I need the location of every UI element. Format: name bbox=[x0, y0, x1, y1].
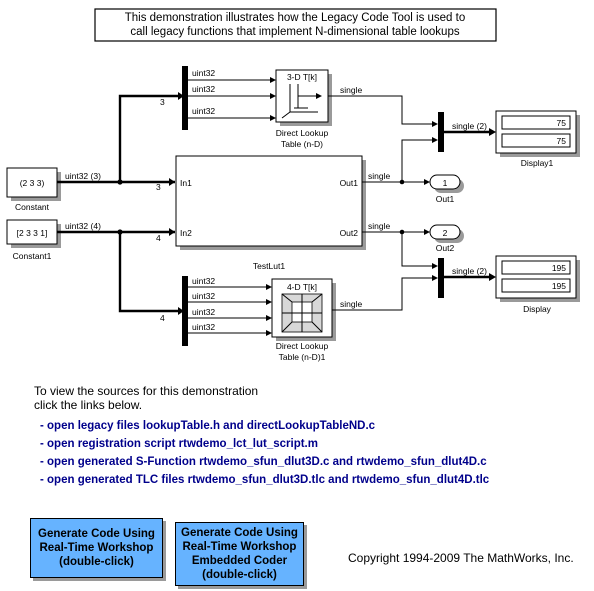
signal-const-out: uint32 (3) bbox=[65, 171, 101, 181]
testlut1-out1: Out1 bbox=[340, 178, 359, 188]
svg-text:single: single bbox=[368, 221, 390, 231]
svg-text:single: single bbox=[340, 299, 362, 309]
out1-label: Out1 bbox=[436, 194, 455, 204]
out1-num: 1 bbox=[443, 178, 448, 188]
link-generated-sfunction[interactable]: - open generated S-Function rtwdemo_sfun… bbox=[40, 456, 487, 468]
link-legacy-files[interactable]: - open legacy files lookupTable.h and di… bbox=[40, 420, 376, 432]
demux-4[interactable] bbox=[182, 276, 188, 346]
lookup-4d-icon bbox=[281, 293, 323, 333]
svg-text:uint32: uint32 bbox=[192, 84, 215, 94]
testlut1-label: TestLut1 bbox=[253, 261, 285, 271]
display1-label: Display1 bbox=[521, 158, 554, 168]
testlut1-in1: In1 bbox=[180, 178, 192, 188]
svg-text:uint32: uint32 bbox=[192, 106, 215, 116]
testlut1-out2: Out2 bbox=[340, 228, 359, 238]
lut4d-label-2: Table (n-D)1 bbox=[279, 352, 326, 362]
constant-block[interactable]: (2 3 3) bbox=[6, 167, 61, 201]
svg-text:uint32: uint32 bbox=[192, 291, 215, 301]
display-block[interactable]: 195 195 bbox=[495, 255, 580, 302]
annotation-box: This demonstration illustrates how the L… bbox=[94, 8, 497, 42]
links-list: - open legacy files lookupTable.h and di… bbox=[40, 420, 489, 486]
out2-label: Out2 bbox=[436, 243, 455, 253]
display1-value-1: 75 bbox=[557, 118, 567, 128]
demux-3[interactable] bbox=[182, 66, 188, 130]
display1-value-2: 75 bbox=[557, 136, 567, 146]
svg-text:4: 4 bbox=[156, 233, 161, 243]
instructions-line2: click the links below. bbox=[34, 398, 143, 412]
svg-text:uint32: uint32 bbox=[192, 68, 215, 78]
display1-block[interactable]: 75 75 bbox=[495, 110, 580, 157]
constant-value: (2 3 3) bbox=[20, 178, 45, 188]
lut3d-label-2: Table (n-D) bbox=[281, 139, 323, 149]
mux-bottom[interactable] bbox=[438, 258, 444, 298]
out2-num: 2 bbox=[443, 228, 448, 238]
display-value-2: 195 bbox=[552, 281, 566, 291]
generate-code-ec-button[interactable]: Generate Code Using Real-Time Workshop E… bbox=[175, 522, 304, 586]
svg-text:single: single bbox=[340, 85, 362, 95]
instructions-line1: To view the sources for this demonstrati… bbox=[34, 384, 259, 398]
signal-const1-out: uint32 (4) bbox=[65, 221, 101, 231]
out1-port[interactable]: 1 bbox=[429, 174, 464, 193]
instructions: To view the sources for this demonstrati… bbox=[34, 384, 258, 412]
display-label: Display bbox=[523, 304, 552, 314]
lut3d-icon-title: 3-D T[k] bbox=[287, 72, 317, 82]
link-generated-tlc[interactable]: - open generated TLC files rtwdemo_sfun_… bbox=[40, 474, 490, 486]
svg-text:4: 4 bbox=[160, 313, 165, 323]
out2-port[interactable]: 2 bbox=[429, 224, 464, 243]
lut4d-icon-title: 4-D T[k] bbox=[287, 282, 317, 292]
svg-text:uint32: uint32 bbox=[192, 276, 215, 286]
constant1-block[interactable]: [2 3 3 1] bbox=[6, 219, 61, 248]
mux-top[interactable] bbox=[438, 112, 444, 152]
svg-text:3: 3 bbox=[156, 182, 161, 192]
generate-code-rtw-button[interactable]: Generate Code Using Real-Time Workshop (… bbox=[30, 518, 163, 578]
constant-label: Constant bbox=[15, 202, 50, 212]
svg-text:uint32: uint32 bbox=[192, 307, 215, 317]
svg-text:single (2): single (2) bbox=[452, 266, 487, 276]
lut4d-label-1: Direct Lookup bbox=[276, 341, 329, 351]
constant1-value: [2 3 3 1] bbox=[17, 228, 48, 238]
svg-text:single: single bbox=[368, 171, 390, 181]
testlut1-in2: In2 bbox=[180, 228, 192, 238]
constant1-label: Constant1 bbox=[13, 251, 52, 261]
lut3d-label-1: Direct Lookup bbox=[276, 128, 329, 138]
lut3d-block[interactable]: 3-D T[k] bbox=[275, 69, 332, 126]
lut4d-block[interactable]: 4-D T[k] bbox=[271, 278, 336, 341]
annotation-line1: This demonstration illustrates how the L… bbox=[125, 12, 466, 24]
link-registration-script[interactable]: - open registration script rtwdemo_lct_l… bbox=[40, 438, 318, 450]
svg-text:3: 3 bbox=[160, 97, 165, 107]
display-value-1: 195 bbox=[552, 263, 566, 273]
testlut1-subsystem[interactable]: In1 In2 Out1 Out2 bbox=[175, 155, 366, 250]
lookup-3d-icon bbox=[281, 84, 322, 119]
svg-text:single (2): single (2) bbox=[452, 121, 487, 131]
svg-text:uint32: uint32 bbox=[192, 322, 215, 332]
annotation-line2: call legacy functions that implement N-d… bbox=[130, 26, 459, 38]
copyright: Copyright 1994-2009 The MathWorks, Inc. bbox=[348, 551, 574, 565]
